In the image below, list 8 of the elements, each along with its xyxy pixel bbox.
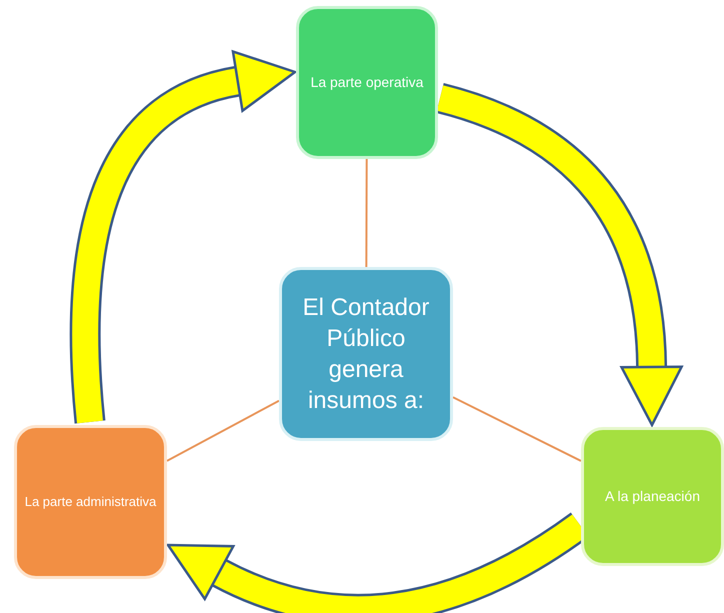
node-label: El Contador Público genera insumos a: (302, 292, 430, 416)
rounded-box (581, 427, 724, 566)
rounded-box (296, 6, 438, 159)
node-label: La parte operativa (310, 73, 424, 92)
rounded-box (14, 425, 167, 579)
node-label: La parte administrativa (24, 494, 156, 510)
node-label: A la planeación (605, 487, 700, 506)
rounded-box (279, 267, 453, 441)
